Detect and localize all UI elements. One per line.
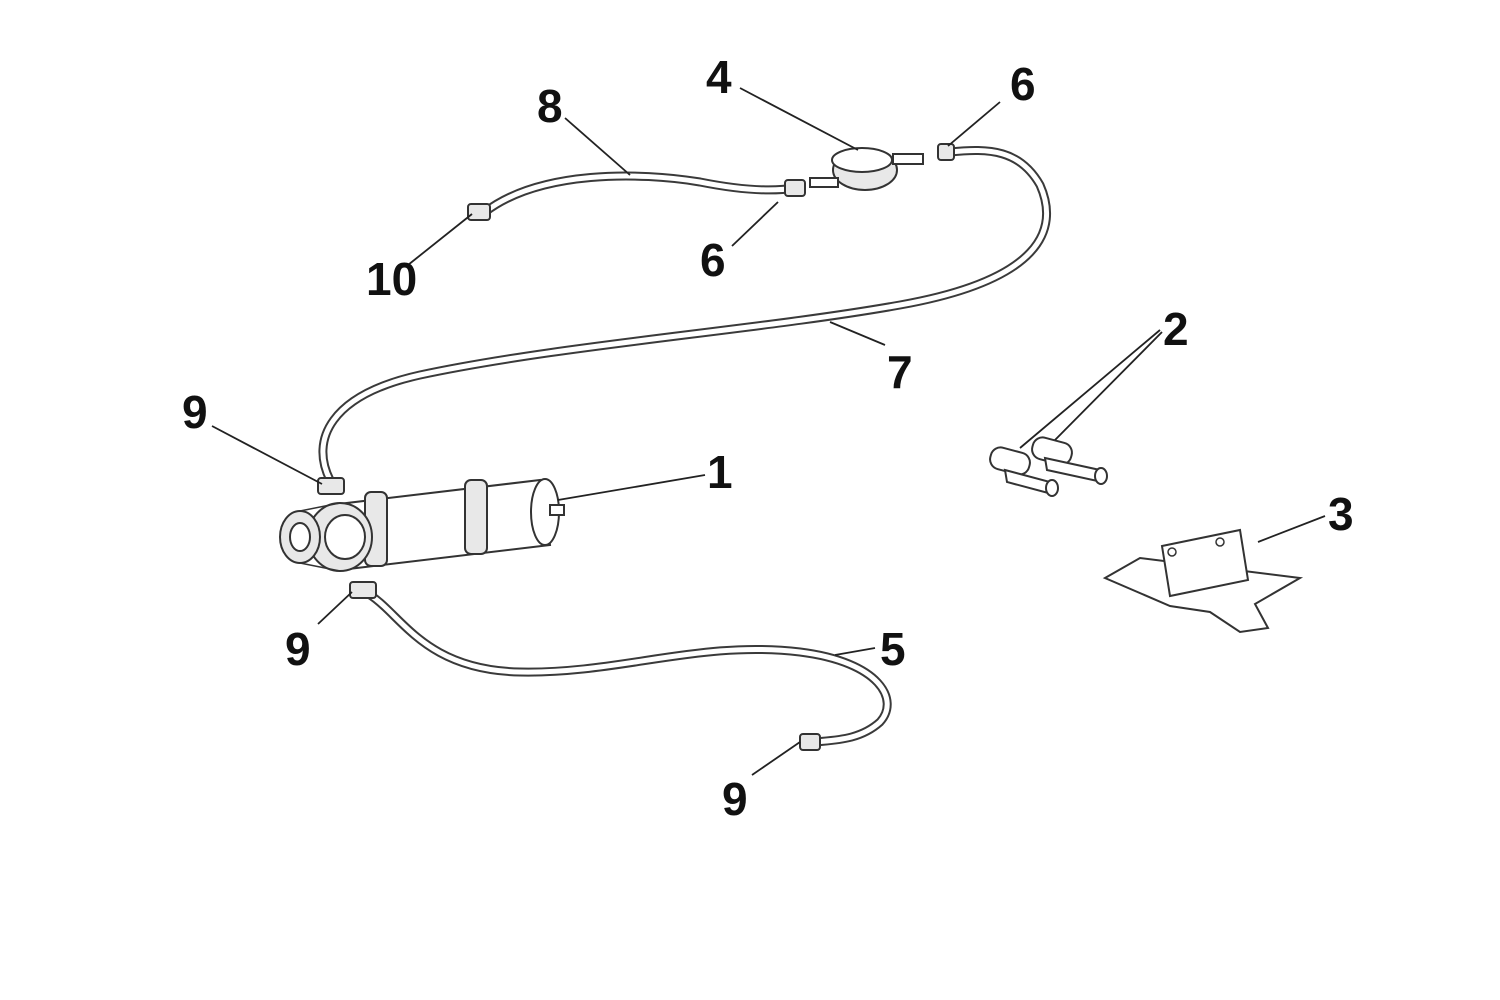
- leader-lines: [211, 87, 1326, 776]
- callout-2: 2: [1163, 303, 1189, 355]
- leader-9-top: [211, 425, 323, 485]
- leader-5: [834, 647, 876, 656]
- callout-9-top: 9: [182, 386, 208, 438]
- callout-9-bottom: 9: [722, 773, 748, 825]
- hose-8: [480, 171, 800, 217]
- hose-5: [360, 587, 892, 747]
- clamp-9-bottom: [799, 733, 821, 751]
- leader-1: [557, 474, 706, 501]
- leader-9-mid: [317, 591, 353, 625]
- mounting-bracket-3: [1102, 528, 1304, 634]
- callout-numbers: 4 6 8 6 10 2 7 9 1 3 5 9 9: [182, 51, 1354, 825]
- clamp-9-mid: [349, 581, 377, 599]
- callout-1: 1: [707, 446, 733, 498]
- callout-6-upper: 6: [1010, 58, 1036, 110]
- leader-4: [739, 87, 859, 151]
- leader-7: [829, 321, 886, 346]
- clamp-6-lower: [784, 179, 806, 197]
- purge-valve-4: [809, 147, 924, 191]
- callout-4: 4: [706, 51, 732, 103]
- leader-2a: [1019, 329, 1161, 449]
- leader-8: [564, 117, 631, 176]
- pipe-fittings-2: [989, 436, 1108, 497]
- leader-9-bottom: [751, 741, 801, 776]
- leader-10: [407, 213, 473, 266]
- hose-7: [318, 146, 1052, 485]
- callout-6-lower: 6: [700, 234, 726, 286]
- leader-3: [1257, 515, 1326, 543]
- charcoal-canister-1: [279, 478, 565, 572]
- callout-3: 3: [1328, 488, 1354, 540]
- clamp-10: [467, 203, 491, 221]
- callout-8: 8: [537, 80, 563, 132]
- callout-5: 5: [880, 623, 906, 675]
- callout-9-mid: 9: [285, 623, 311, 675]
- leader-6-lower: [731, 201, 779, 247]
- clamp-9-top: [317, 477, 345, 495]
- callout-10: 10: [366, 253, 417, 305]
- clamp-6-upper: [937, 143, 955, 161]
- leader-2b: [1054, 331, 1163, 441]
- leader-6-upper: [947, 101, 1001, 147]
- callout-7: 7: [887, 346, 913, 398]
